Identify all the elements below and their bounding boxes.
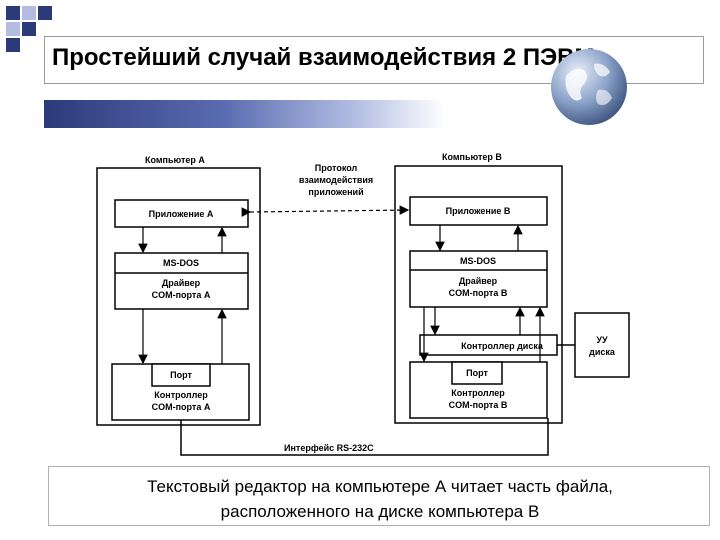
controller-a-label-2: COM-порта А bbox=[152, 402, 211, 412]
slide-title: Простейший случай взаимодействия 2 ПЭВМ bbox=[52, 44, 595, 71]
port-a-label: Порт bbox=[170, 370, 192, 380]
decor-square bbox=[22, 6, 36, 20]
protocol-label-1: Протокол bbox=[315, 163, 358, 173]
title-underline-bar bbox=[44, 100, 444, 128]
disk-device-label-2: диска bbox=[589, 347, 616, 357]
decor-square bbox=[6, 38, 20, 52]
computer-a-frame bbox=[96, 167, 261, 426]
driver-a-label-1: Драйвер bbox=[162, 278, 201, 288]
title-frame bbox=[44, 36, 704, 84]
port-b-box bbox=[451, 361, 503, 385]
disk-device-label-1: УУ bbox=[596, 335, 608, 345]
caption-line-1: Текстовый редактор на компьютере А читае… bbox=[147, 477, 613, 496]
os-driver-b-box bbox=[409, 250, 548, 308]
computer-b-frame bbox=[394, 165, 563, 424]
decor-square bbox=[38, 6, 52, 20]
controller-b-label-1: Контроллер bbox=[451, 388, 505, 398]
globe-icon bbox=[551, 49, 627, 125]
port-b-label: Порт bbox=[466, 368, 488, 378]
rs232-cable bbox=[180, 418, 549, 456]
caption-frame bbox=[48, 466, 710, 526]
interface-label: Интерфейс RS-232C bbox=[284, 443, 374, 453]
computer-b-label: Компьютер В bbox=[442, 152, 502, 162]
decor-square bbox=[6, 22, 20, 36]
protocol-dashed-link bbox=[241, 205, 410, 217]
app-a-box bbox=[114, 199, 249, 228]
computer-a-label: Компьютер А bbox=[145, 155, 205, 165]
decor-square bbox=[22, 22, 36, 36]
decor-square bbox=[6, 6, 20, 20]
protocol-label-2: взаимодействия bbox=[299, 175, 373, 185]
disk-device-box bbox=[574, 312, 630, 378]
driver-b-label-1: Драйвер bbox=[459, 276, 498, 286]
os-a-label: MS-DOS bbox=[163, 258, 199, 268]
os-b-label: MS-DOS bbox=[460, 256, 496, 266]
app-b-label: Приложение В bbox=[446, 206, 511, 216]
app-a-label: Приложение А bbox=[149, 209, 214, 219]
caption-line-2: расположенного на диске компьютера В bbox=[220, 502, 540, 521]
port-a-box bbox=[151, 363, 211, 387]
driver-a-label-2: COM-порта А bbox=[152, 290, 211, 300]
disk-controller-label: Контроллер диска bbox=[461, 341, 544, 351]
protocol-label-3: приложений bbox=[308, 187, 363, 197]
controller-b-label-2: COM-порта В bbox=[449, 400, 508, 410]
driver-b-label-2: COM-порта В bbox=[449, 288, 508, 298]
os-driver-a-box bbox=[114, 252, 249, 310]
app-b-box bbox=[409, 196, 548, 226]
controller-a-label-1: Контроллер bbox=[154, 390, 208, 400]
caption: Текстовый редактор на компьютере А читае… bbox=[70, 474, 690, 524]
